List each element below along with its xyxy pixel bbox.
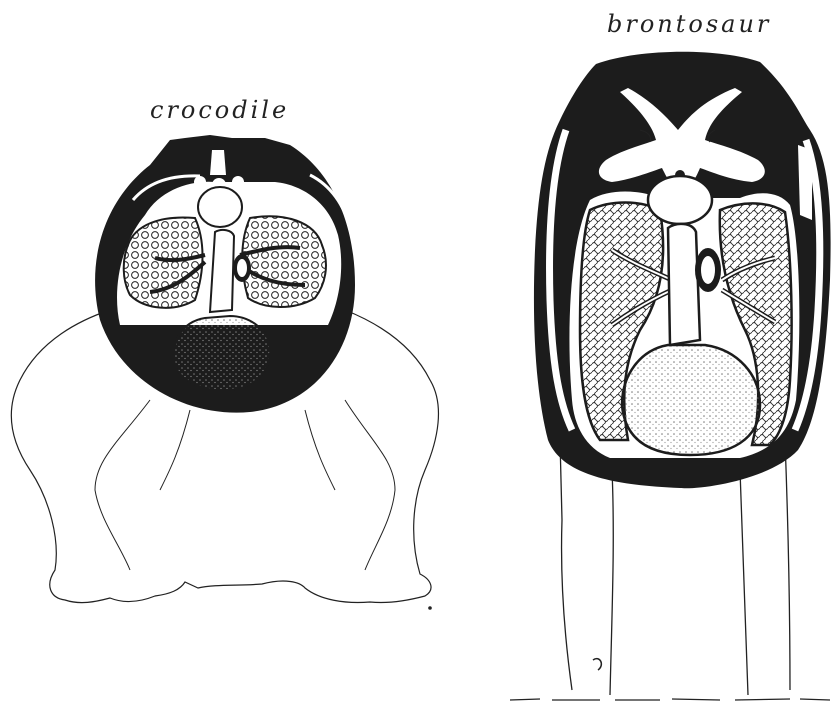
brontosaur-trachea [668, 224, 700, 345]
brontosaur-ground-line [510, 699, 830, 700]
crocodile-spine [210, 150, 226, 175]
crocodile-heart [174, 316, 270, 390]
crocodile-figure [11, 135, 438, 603]
crocodile-trachea [210, 230, 234, 312]
brontosaur-figure [510, 52, 831, 700]
brontosaur-heart [622, 345, 760, 455]
brontosaur-vertebra [648, 176, 712, 224]
crocodile-right-lung [242, 216, 326, 307]
crocodile-inner-leg-lines [95, 400, 395, 570]
crocodile-vertebra [198, 187, 242, 227]
